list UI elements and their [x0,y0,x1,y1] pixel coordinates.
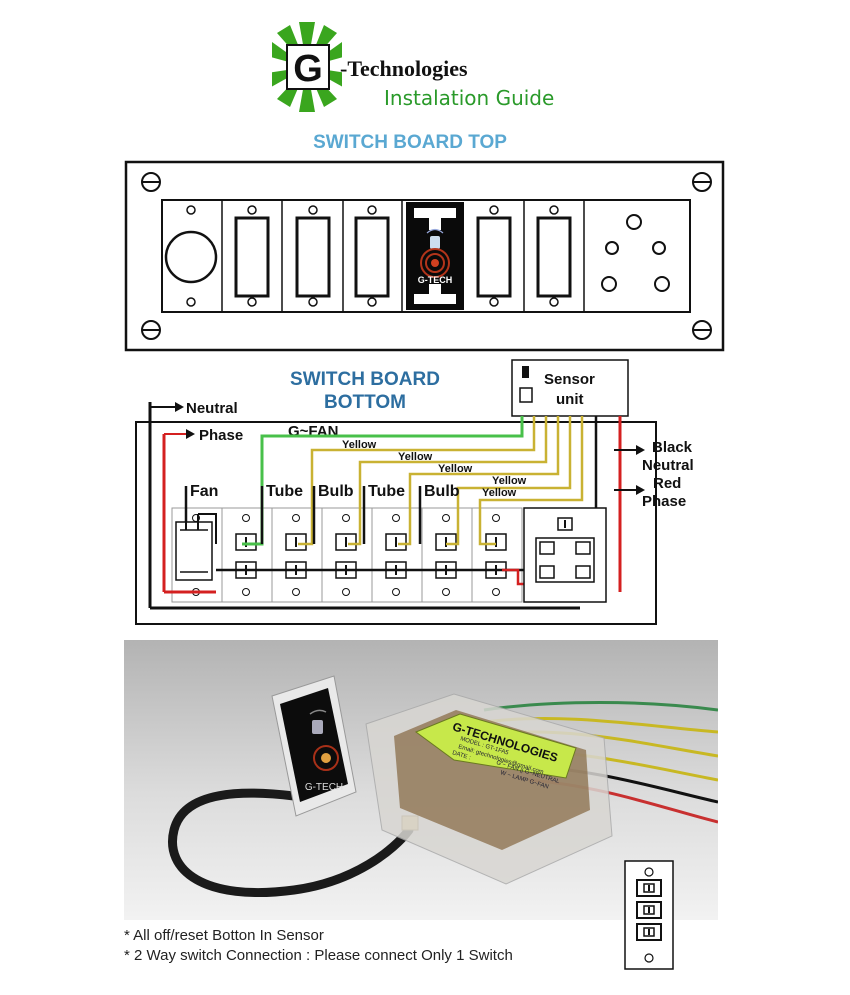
bottom-title-line2: BOTTOM [324,392,406,413]
switch-module [234,200,283,312]
wire-label: Yellow [482,487,517,499]
sensor-module-label: G-TECH [418,275,453,285]
logo-letter: G [293,48,323,90]
socket-module [523,507,607,603]
switch-board-top-title: SWITCH BOARD TOP [313,132,507,153]
terminal-module [221,507,273,603]
wire-label: Yellow [398,451,433,463]
screw-icon [141,172,161,192]
switch-board-top-diagram: G-TECH [124,160,725,352]
sensor-unit-label-2: unit [556,391,584,408]
switch-module [536,200,585,312]
load-label: Tube [266,483,303,500]
wire-label: Yellow [438,463,473,475]
output-red-label: Red [653,475,681,492]
wire-label: Yellow [342,439,377,451]
sensor-cable [168,788,414,898]
sensor-unit-box: Sensor unit [511,359,629,417]
output-neutral-label: Neutral [642,457,694,474]
logo-mark: G [272,22,342,112]
switch-board-bottom-diagram: Neutral Phase G~FAN Sensor unit YellowYe… [135,359,694,625]
load-label: Bulb [318,483,354,500]
terminal-module [321,507,373,603]
note-two-way: * 2 Way switch Connection : Please conne… [124,947,513,964]
note-reset: * All off/reset Botton In Sensor [124,927,324,944]
switch-board-bottom-title: SWITCH BOARD BOTTOM [250,368,480,414]
box-label-line3: DATE : [451,750,471,761]
device-label: G-TECH [305,782,343,793]
neutral-label: Neutral [186,400,238,417]
screw-icon [692,320,712,340]
switch-module [295,200,344,312]
output-phase-label: Phase [642,493,686,510]
guide-subtitle: Instalation Guide [384,86,555,110]
fan-regulator-knob [164,200,223,312]
screw-icon [692,172,712,192]
sensor-switch-module: G-TECH [406,202,464,310]
load-label: Fan [190,483,218,500]
switch-module [354,200,403,312]
inset-terminal [636,923,662,941]
output-black-label: Black [652,439,693,456]
two-way-switch-inset [624,860,674,970]
sensor-unit-label: Sensor [544,371,595,388]
load-label: Bulb [424,483,460,500]
load-label: Tube [368,483,405,500]
inset-terminal [636,879,662,897]
remote-icon [426,228,444,249]
terminal-module [421,507,473,603]
power-socket [601,214,670,292]
bottom-title-line1: SWITCH BOARD [290,369,440,390]
wire-label: Yellow [492,475,527,487]
fan-regulator-block [175,510,217,581]
sensor-device: G-TECH [271,675,357,817]
controller-box: G-TECHNOLOGIES MODEL : GT-1FA5 Email: gt… [365,693,613,885]
phase-label: Phase [199,427,243,444]
inset-terminal [636,901,662,919]
brand-name: -Technologies [340,56,468,81]
terminal-module [371,507,423,603]
screw-icon [141,320,161,340]
switch-module [476,200,525,312]
product-photo: G-TECH G-TECHNOLOGIES MODEL : GT-1FA5 Em… [124,640,718,920]
